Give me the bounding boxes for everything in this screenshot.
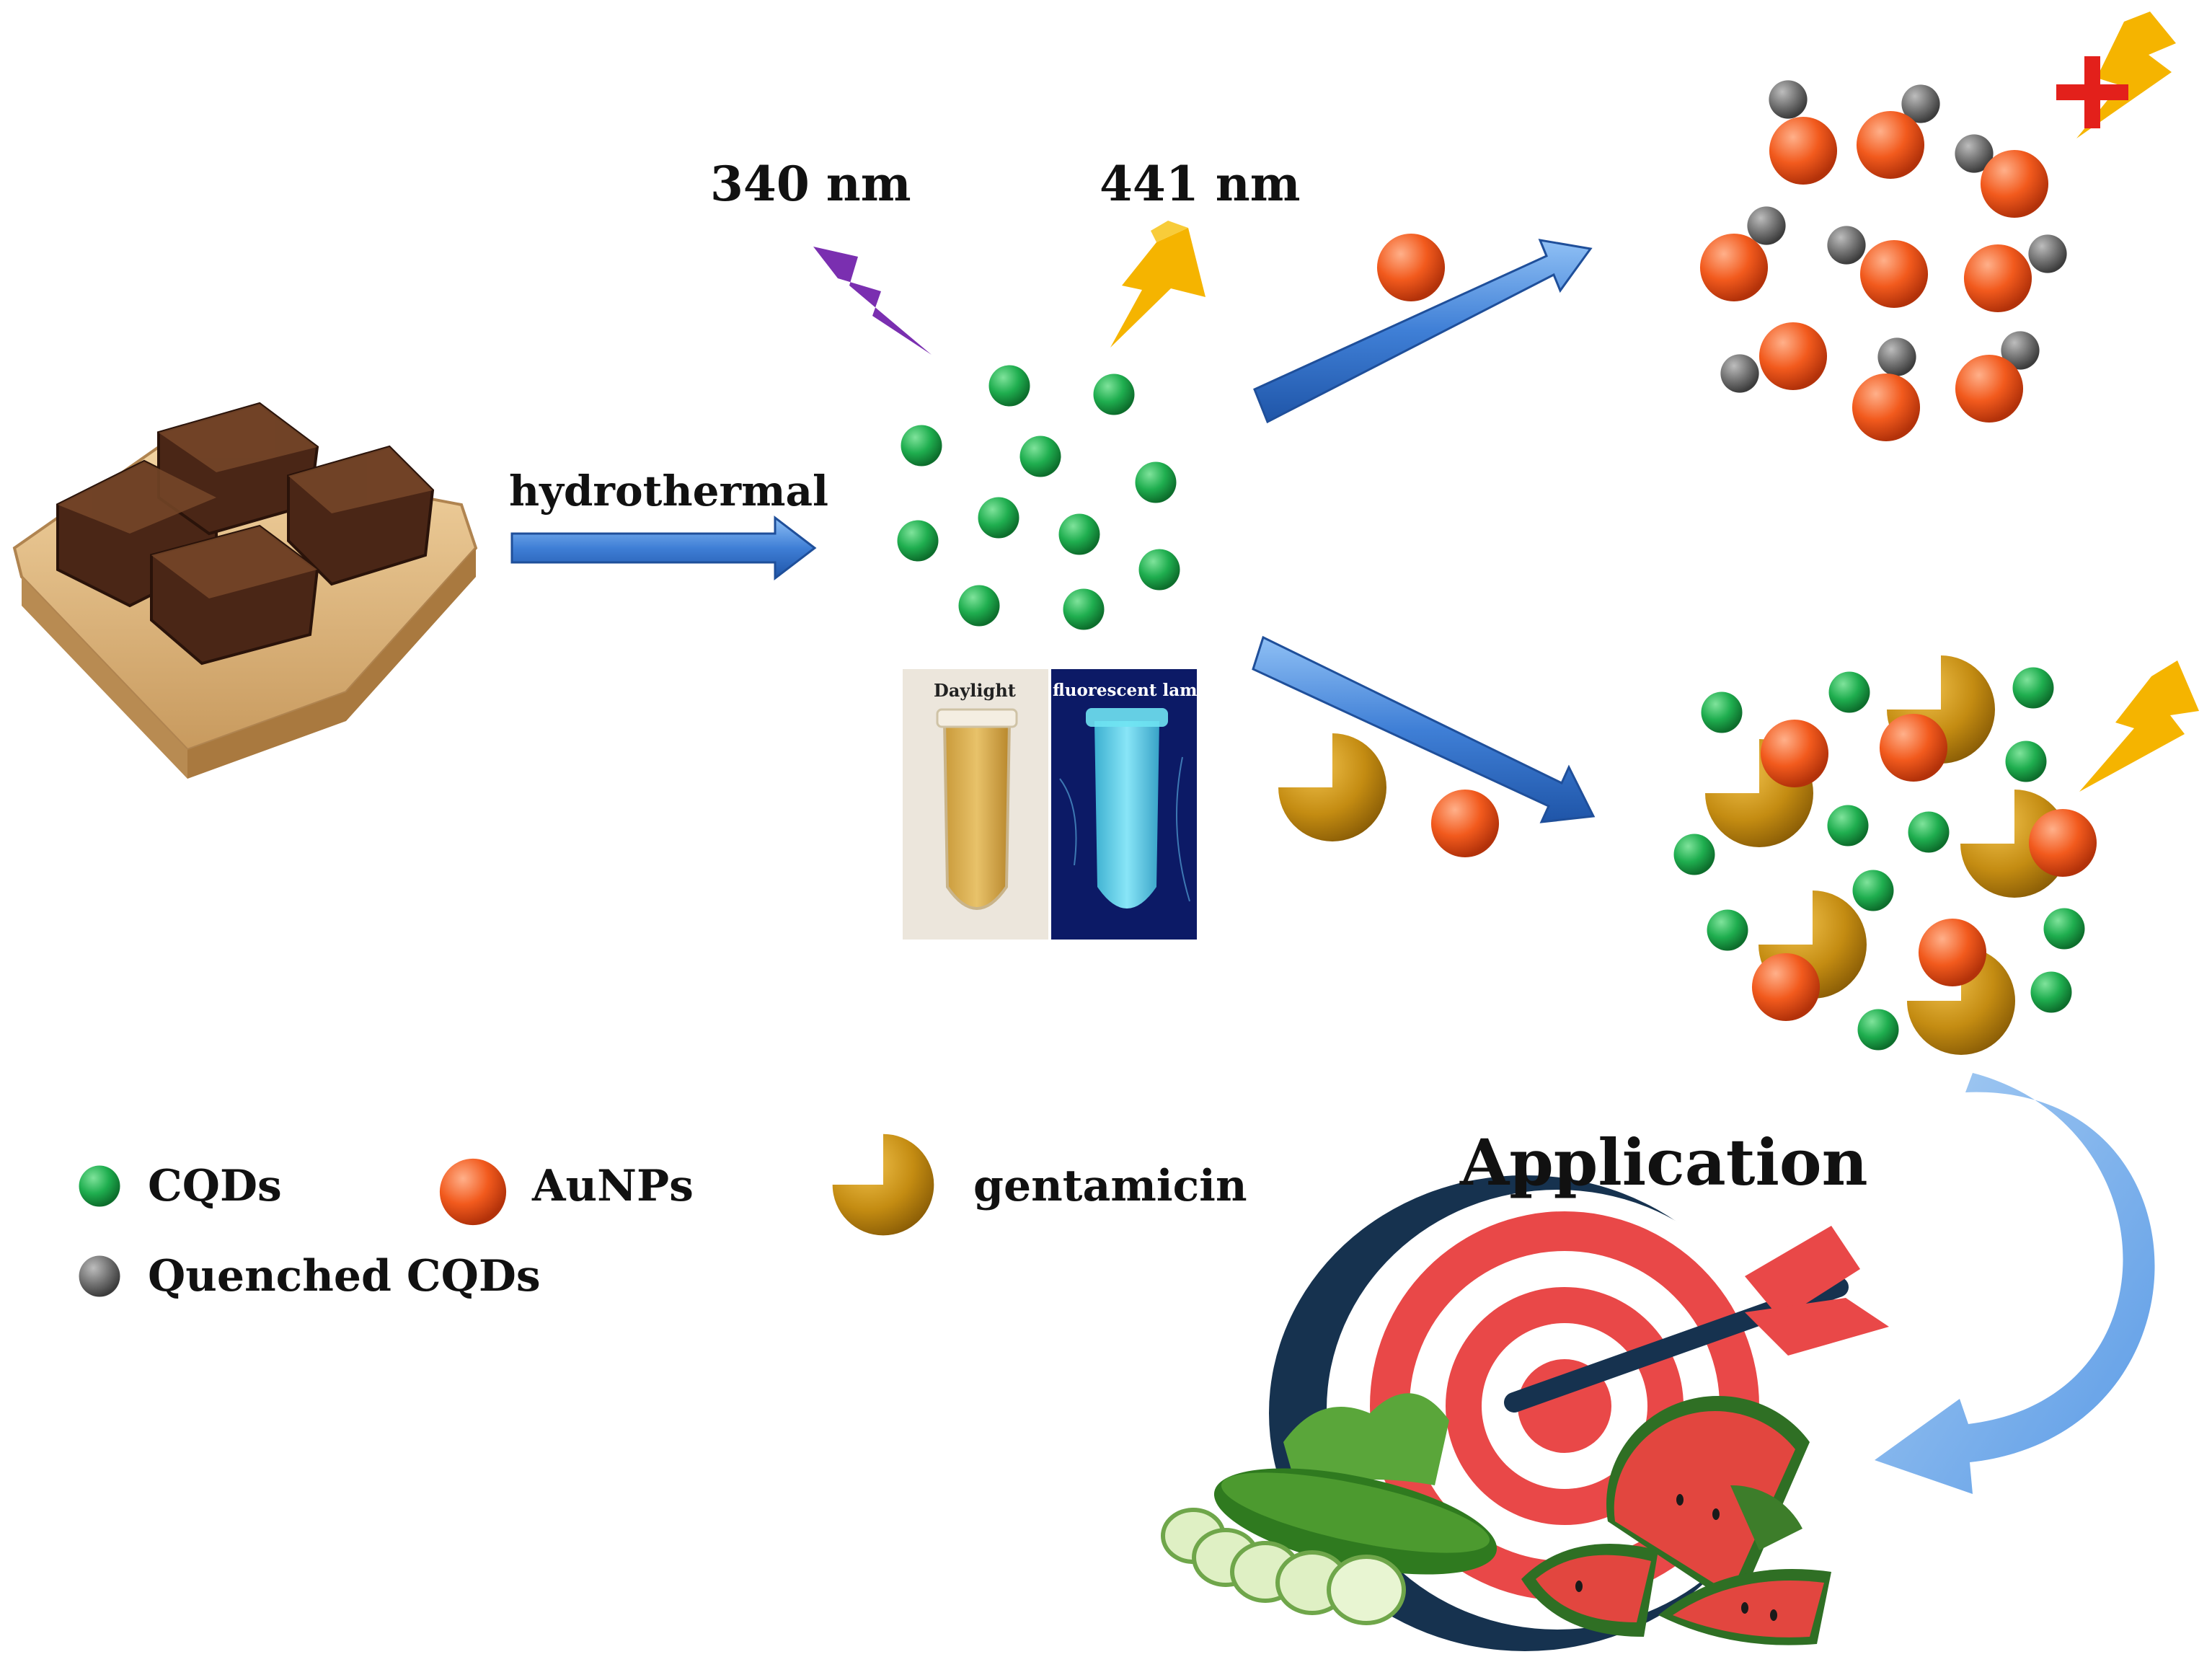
- watermelon-image: [1521, 1395, 1831, 1645]
- legend-aunp-label: AuNPs: [532, 1161, 694, 1211]
- fluorescent-lamp-label: fluorescent lamp: [1053, 681, 1209, 700]
- legend-cqd-marker: [79, 1165, 120, 1207]
- emission-lightning-icon: [1110, 221, 1205, 348]
- aunp-reagent-upper: [1376, 233, 1446, 302]
- excitation-lightning-icon: [813, 247, 932, 355]
- fluorescent-tube-photo: [1051, 669, 1197, 940]
- emission-wavelength-label: 441 nm: [1100, 156, 1301, 212]
- legend-quenched-label: Quenched CQDs: [148, 1251, 541, 1301]
- quenched-cluster: [1699, 80, 2067, 442]
- cqd-cluster: [897, 365, 1180, 630]
- upper-reaction-arrow: [1253, 239, 1593, 424]
- daylight-label: Daylight: [934, 680, 1016, 701]
- dart-arrow-icon: [1504, 1226, 1889, 1413]
- blocked-emission-lightning-icon: [2076, 12, 2176, 138]
- cucumber-image: [1161, 1393, 1497, 1625]
- hydrothermal-arrow: [510, 515, 817, 581]
- excitation-wavelength-label: 340 nm: [710, 156, 911, 212]
- legend-aunp-marker: [439, 1158, 507, 1226]
- recovered-emission-lightning-icon: [2079, 660, 2199, 792]
- red-cross-icon: [2056, 56, 2128, 128]
- legend-quenched-marker: [79, 1255, 120, 1297]
- brown-sugar-image: [12, 402, 478, 779]
- daylight-tube-photo: [903, 669, 1048, 940]
- legend-cqd-label: CQDs: [148, 1161, 282, 1211]
- application-title: Application: [1460, 1125, 1868, 1200]
- hydrothermal-label: hydrothermal: [509, 467, 829, 516]
- legend-gentamicin-label: gentamicin: [973, 1161, 1247, 1211]
- lower-reaction-arrow: [1252, 635, 1596, 823]
- legend-gentamicin-marker: [832, 1133, 934, 1236]
- application-curved-arrow: [1875, 1073, 2155, 1494]
- gentamicin-reagent-lower: [1278, 733, 1386, 841]
- aunp-reagent-lower: [1430, 789, 1500, 858]
- recovered-cluster: [1673, 655, 2097, 1055]
